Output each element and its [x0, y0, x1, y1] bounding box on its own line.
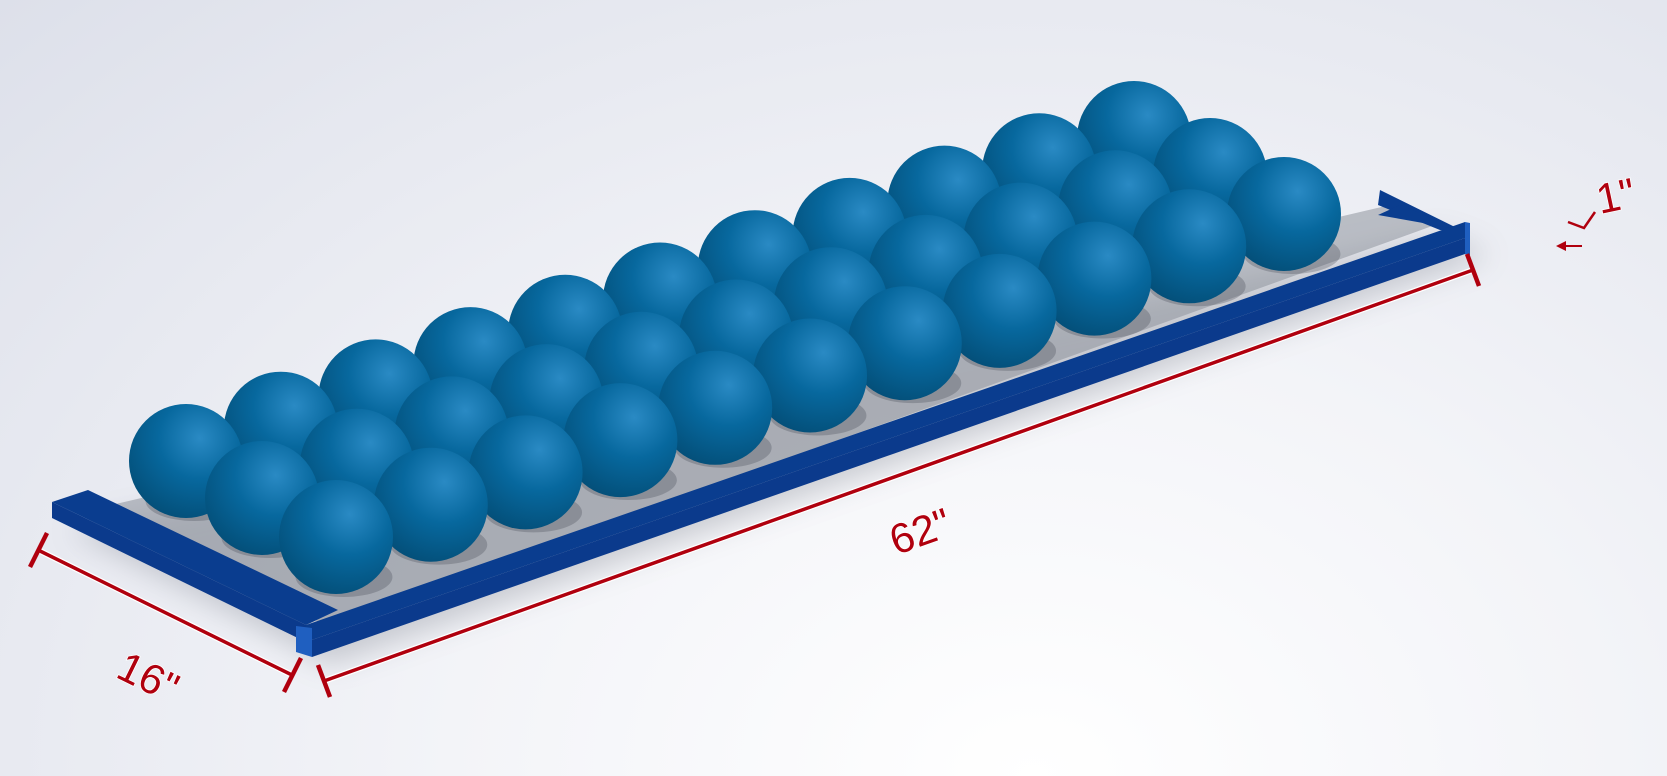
dimension-width-tick-left: [27, 531, 50, 569]
dimension-length-label: 62": [883, 499, 957, 564]
dimension-length-tick-right: [1464, 253, 1482, 287]
front-rail-top: [306, 222, 1465, 642]
ball: [373, 447, 488, 562]
ball: [658, 350, 773, 465]
right-end-face: [1465, 222, 1470, 255]
left-rail-side: [52, 502, 306, 642]
ball: [468, 415, 583, 530]
back-rail-top: [1378, 190, 1465, 232]
dimension-height-arrowhead: [1556, 241, 1566, 251]
dimension-height: 1": [1556, 168, 1640, 251]
ball: [942, 253, 1057, 368]
dimension-length: 62": [315, 253, 1482, 698]
dimension-width-tick-right: [281, 656, 304, 694]
dimension-length-tick-left: [315, 664, 333, 698]
dimension-width-line: [37, 548, 293, 677]
dimension-height-label: 1": [1592, 169, 1639, 223]
front-rail-side: [306, 238, 1465, 657]
dimension-height-leader: [1567, 211, 1597, 230]
right-rail-top: [1378, 205, 1465, 232]
ball: [753, 318, 867, 433]
ball: [563, 383, 678, 498]
ball-grid: [129, 81, 1341, 597]
ball: [1132, 189, 1247, 304]
left-rail-top: [52, 490, 338, 625]
corner-end-face: [296, 626, 312, 657]
dimension-width-label: 16": [110, 642, 186, 711]
dimension-length-line: [323, 268, 1474, 683]
ball: [847, 286, 962, 401]
ball: [1037, 221, 1152, 336]
ball: [1227, 157, 1341, 271]
ball: [279, 480, 393, 594]
